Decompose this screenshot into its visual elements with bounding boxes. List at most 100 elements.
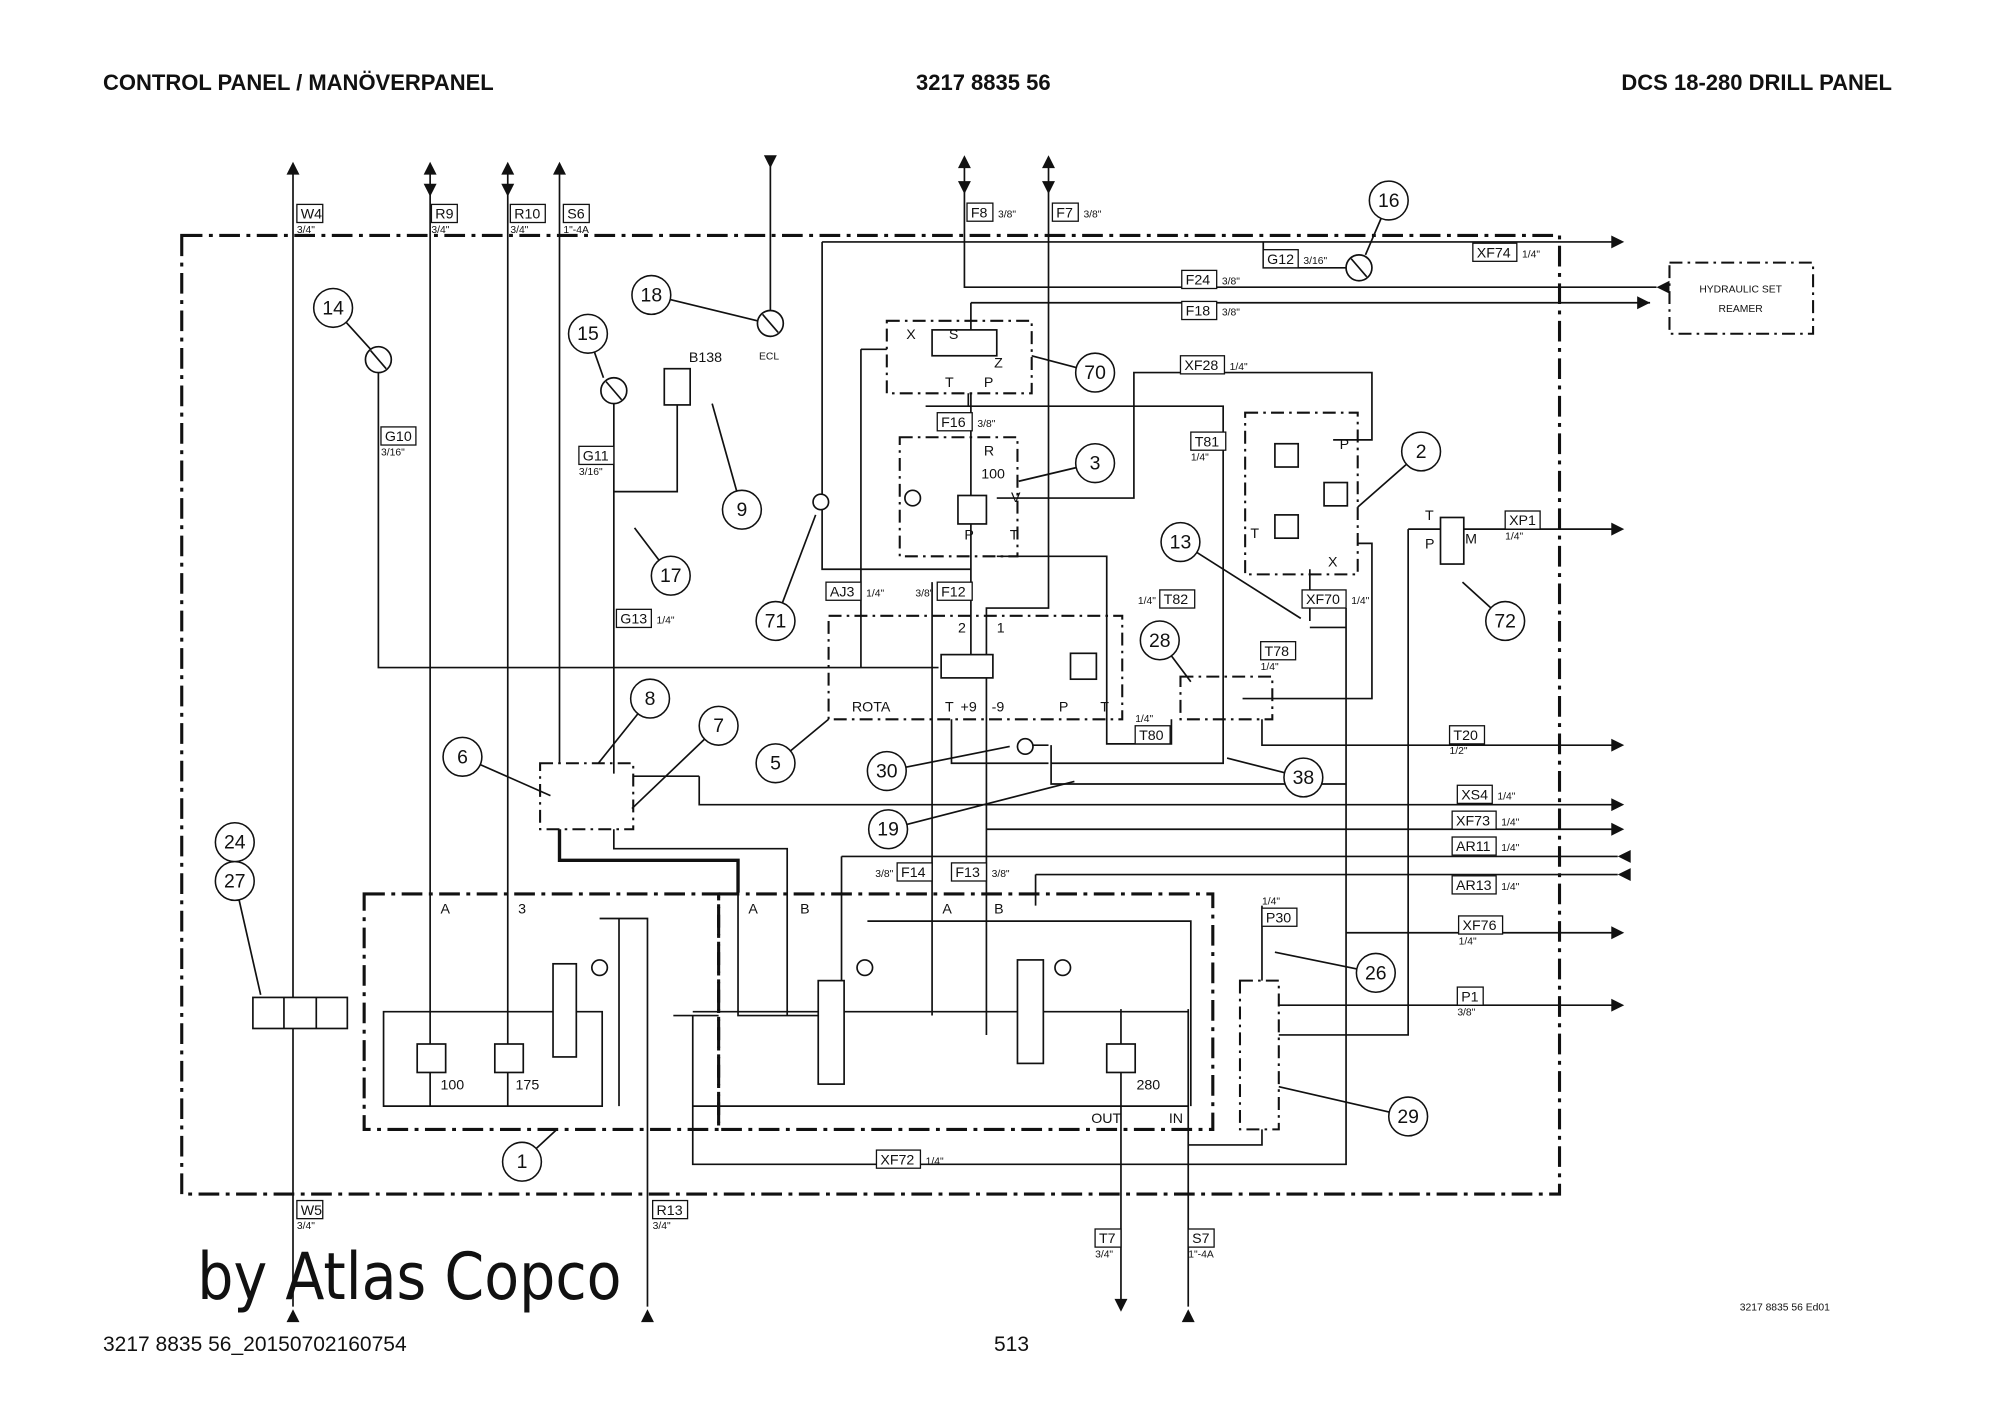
port-label: T80 [1139, 728, 1164, 744]
callout-71: 71 [755, 514, 817, 642]
port-box [380, 426, 417, 446]
port-label: AJ3 [830, 584, 855, 600]
footer-document-id: 3217 8835 56_20150702160754 [103, 1333, 407, 1356]
port-w5: W53/4" [296, 1199, 324, 1232]
flow-arrow-icon [641, 1309, 654, 1323]
callout-leader [1018, 466, 1077, 483]
port-box [651, 1199, 689, 1220]
callout-circle [1283, 757, 1324, 798]
callout-number: 14 [322, 297, 344, 319]
port-box [578, 445, 615, 466]
port-size: 1/4" [1501, 882, 1519, 893]
callout-number: 71 [765, 610, 787, 632]
port-label: P30 [1266, 910, 1291, 926]
port-p1: P13/8" [1456, 986, 1484, 1019]
port-label: XF72 [880, 1152, 914, 1168]
port-label: F24 [1186, 273, 1211, 289]
callout-27: 27 [214, 860, 262, 996]
v3-port-letter: 100 [981, 467, 1005, 483]
port-label: F7 [1056, 205, 1073, 221]
port-label: W5 [301, 1203, 322, 1219]
callout-circle [867, 809, 909, 850]
port-box [966, 202, 994, 222]
port-size: 3/16" [1303, 256, 1327, 267]
callout-leader [1196, 551, 1302, 620]
flow-arrow-icon [1042, 155, 1055, 169]
valve-24-27 [252, 996, 349, 1030]
port-size: 1/4" [1262, 896, 1280, 907]
valve-symbols [252, 329, 1465, 1085]
port-size: 3/4" [297, 225, 315, 236]
v70-port-letter: P [984, 375, 993, 391]
valve-2-relief-1 [1274, 442, 1300, 468]
port-box [1261, 907, 1298, 927]
port-size: 1"-4A [563, 225, 589, 236]
port-size: 1/4" [1138, 596, 1156, 607]
flow-arrow-icon [286, 1309, 300, 1323]
callout-5: 5 [755, 718, 830, 784]
port-arrows [286, 155, 1670, 1323]
block-6-8-box [539, 762, 635, 831]
callout-number: 6 [457, 746, 468, 768]
port-label: G13 [620, 612, 647, 628]
v5-port-letter: P [1059, 700, 1068, 716]
valve-70-spool [931, 329, 998, 357]
port-t7: T73/4" [1094, 1228, 1122, 1260]
callout-8: 8 [597, 678, 671, 764]
callout-circle [1355, 952, 1396, 994]
callout-3: 3 [1018, 442, 1116, 484]
port-r9: R93/4" [430, 203, 458, 236]
header-right: DCS 18-280 DRILL PANEL [1621, 70, 1892, 95]
callout-number: 30 [876, 761, 898, 783]
callout-number: 16 [1378, 190, 1400, 212]
check-valve-30-icon [1016, 737, 1034, 756]
port-label: T81 [1195, 434, 1220, 450]
port-box [509, 203, 546, 224]
port-box [1456, 986, 1484, 1006]
callout-leader [789, 718, 830, 752]
callout-number: 2 [1416, 441, 1427, 463]
port-box [1181, 269, 1218, 290]
port-box [1472, 242, 1518, 262]
callout-circle [755, 600, 796, 642]
port-size: 3/8" [998, 209, 1016, 220]
port-box [1448, 725, 1486, 745]
callout-number: 24 [224, 832, 246, 854]
callout-number: 3 [1090, 453, 1101, 475]
callout-circle [214, 860, 255, 902]
callout-24: 24 [214, 822, 255, 863]
callout-circle [1160, 521, 1201, 563]
callout-circle [698, 705, 739, 746]
flow-arrow-icon [286, 161, 300, 175]
port-size: 1/4" [1501, 817, 1519, 828]
callout-number: 38 [1293, 767, 1315, 789]
port-size: 1/4" [1351, 596, 1369, 607]
port-box [950, 862, 988, 882]
port-size: 1/4" [1505, 531, 1523, 542]
callout-number: 27 [224, 870, 246, 892]
port-label: T82 [1164, 592, 1189, 608]
port-label: S7 [1192, 1231, 1209, 1247]
v5-port-letter: 1 [997, 621, 1005, 637]
relief-175 [493, 1043, 525, 1074]
v72-port-letter: M [1465, 531, 1477, 547]
block2-port-letter: 280 [1136, 1077, 1160, 1093]
callout-number: 7 [713, 715, 724, 737]
flow-arrow-icon [957, 155, 971, 169]
sensor-b138-label: B138 [689, 350, 722, 366]
port-label: G12 [1267, 252, 1294, 268]
port-label: F18 [1186, 304, 1211, 320]
callout-circle [1074, 352, 1116, 393]
callout-18: 18 [631, 274, 758, 322]
port-label: XF28 [1184, 358, 1218, 374]
callout-number: 70 [1084, 362, 1106, 384]
v3-port-letter: V [1011, 490, 1021, 506]
port-box [1134, 725, 1171, 745]
port-box [1451, 836, 1497, 856]
valve-2-box [1244, 411, 1359, 576]
